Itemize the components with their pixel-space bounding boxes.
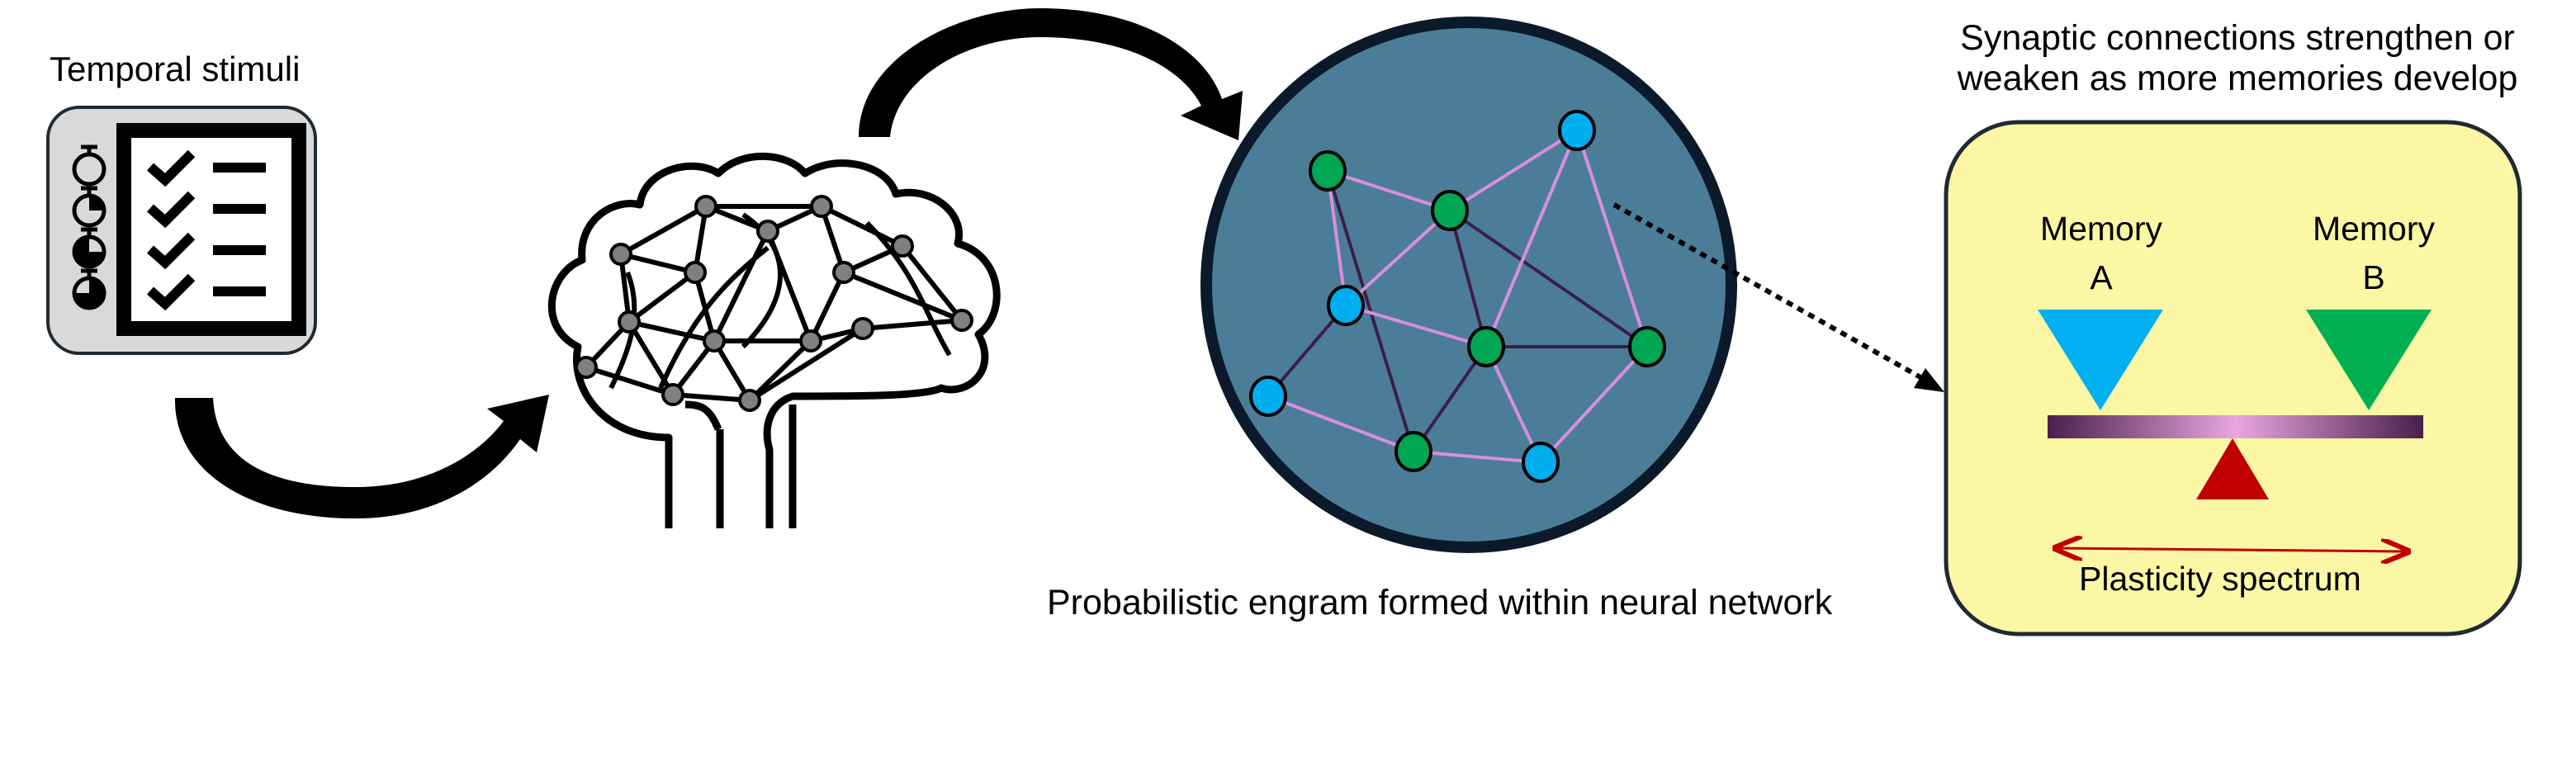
brain-nodes	[575, 195, 973, 412]
memory-b-label: Memory B	[2287, 205, 2460, 303]
curved-arrow-stimuli-to-brain	[174, 395, 549, 518]
temporal-stimuli-label: Temporal stimuli	[50, 50, 301, 88]
plasticity-spectrum-arrow	[2057, 548, 2406, 551]
synaptic-caption-line2: weaken as more memories develop	[1957, 59, 2518, 99]
memory-b-label-line1: Memory	[2312, 210, 2436, 248]
memory-a-triangle	[2038, 310, 2163, 410]
stopwatch-fills	[74, 196, 104, 308]
synaptic-caption-line1: Synaptic connections strengthen or	[1960, 18, 2515, 58]
brain-icon	[547, 152, 1001, 528]
memory-a-label: Memory A	[2015, 205, 2188, 303]
memory-a-label-line2: A	[2090, 258, 2113, 297]
engram-edges	[1267, 129, 1649, 464]
dotted-arrow	[1612, 202, 1944, 392]
memory-b-triangle	[2306, 310, 2432, 410]
plasticity-spectrum-label: Plasticity spectrum	[2079, 560, 2361, 598]
engram-nodes	[1249, 110, 1666, 483]
checkmark-icons	[147, 149, 196, 311]
engram-caption: Probabilistic engram formed within neura…	[1047, 583, 1833, 622]
curved-arrow-brain-to-network	[859, 8, 1243, 140]
checklist-line-icons	[213, 163, 266, 296]
balance-beam	[2048, 415, 2423, 438]
memory-b-label-line2: B	[2362, 258, 2385, 297]
synaptic-panel	[1944, 120, 2522, 636]
fulcrum-triangle	[2196, 438, 2269, 499]
memory-a-label-line1: Memory	[2039, 210, 2163, 248]
synaptic-caption: Synaptic connections strengthen or weake…	[1924, 18, 2551, 100]
